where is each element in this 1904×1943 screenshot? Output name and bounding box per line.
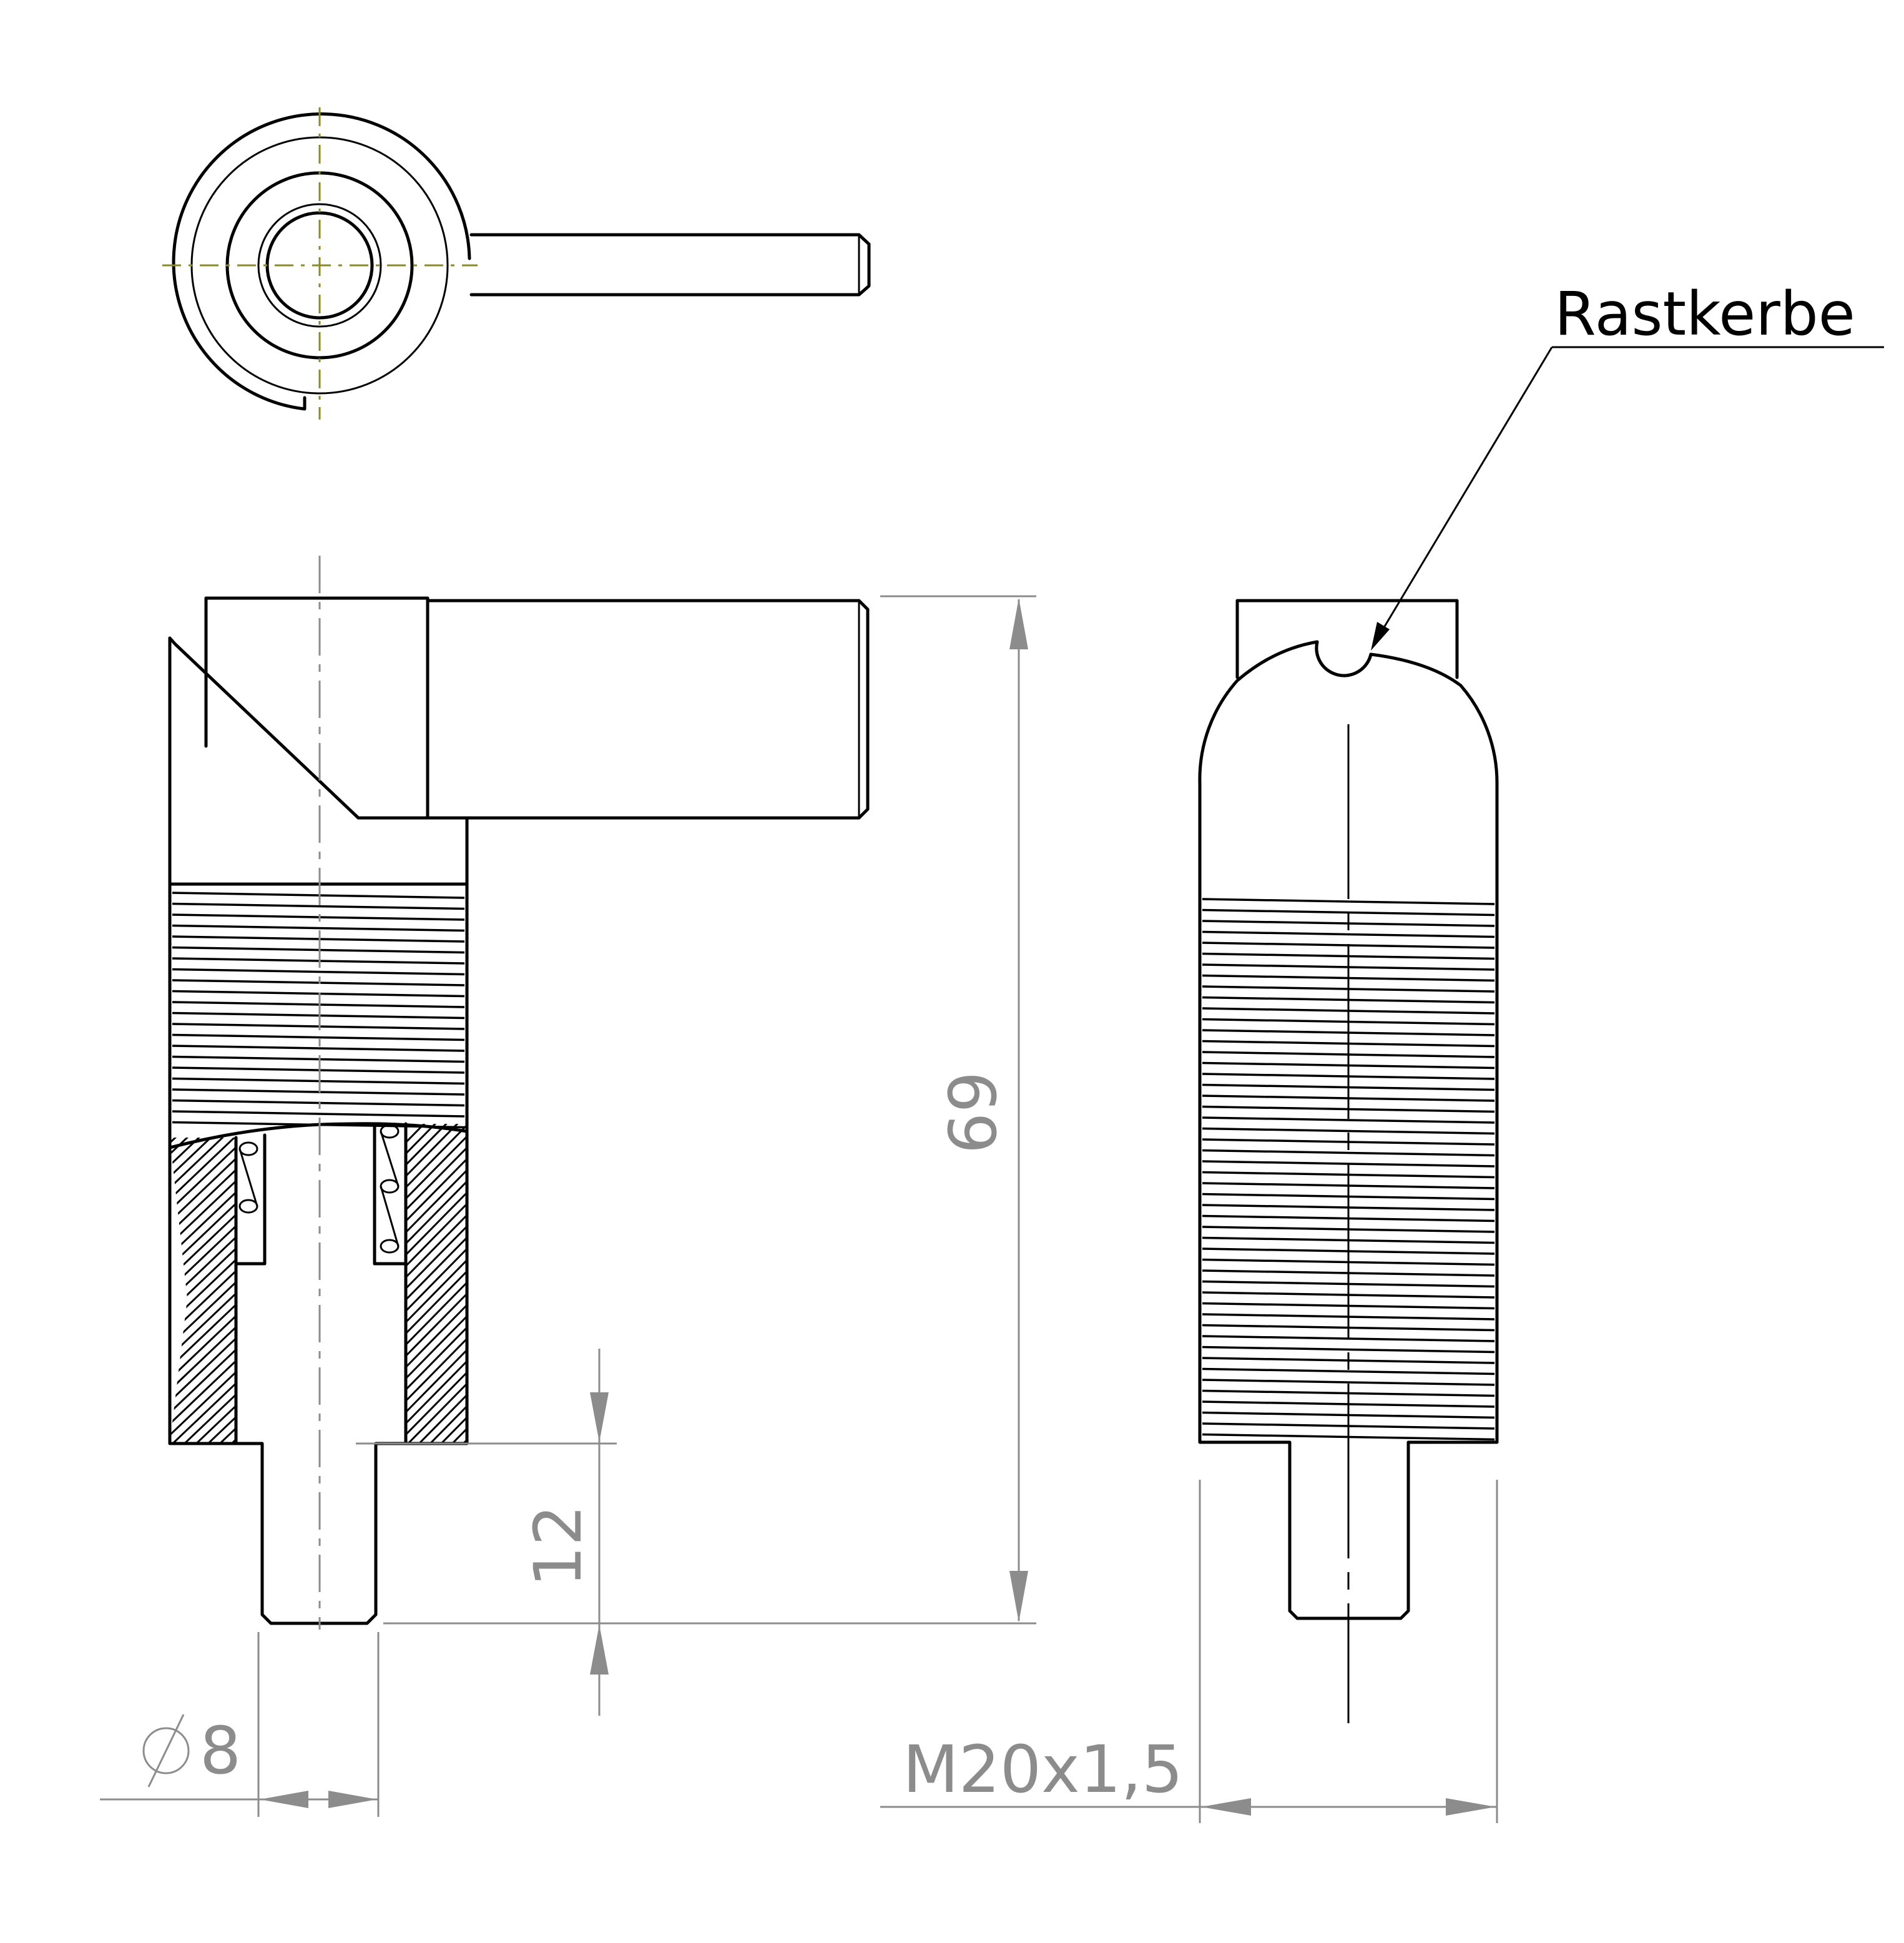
dimension-pin-diameter: 8 <box>100 1632 380 1817</box>
front-view-cam-face <box>168 636 429 820</box>
front-view <box>168 556 870 1630</box>
rastkerbe-notch <box>1315 640 1373 677</box>
rastkerbe-label: Rastkerbe <box>1554 279 1855 349</box>
top-view <box>162 107 871 420</box>
top-view-bore-outer <box>257 203 382 328</box>
dim-thread-text: M20x1,5 <box>903 1731 1183 1808</box>
dim-overall-length-text: 69 <box>935 1071 1011 1154</box>
front-view-thread-lines <box>172 892 465 1129</box>
top-view-outer-circle <box>172 112 471 411</box>
rastkerbe-callout: Rastkerbe <box>1371 279 1884 651</box>
dimension-thread: M20x1,5 <box>880 1480 1498 1823</box>
dimension-pin-length: 12 <box>356 1349 617 1716</box>
spring-coils <box>238 1124 400 1254</box>
top-view-lever <box>469 233 871 297</box>
front-view-head <box>168 596 469 886</box>
front-view-hatch-left <box>170 1138 236 1444</box>
dimension-overall-length: 69 <box>383 595 1036 1625</box>
front-view-hatch-right <box>406 1124 467 1444</box>
dim-pin-diameter-text: 8 <box>200 1713 241 1789</box>
leader-arrow-icon <box>1371 622 1390 651</box>
diameter-symbol-icon <box>142 1714 190 1788</box>
dim-pin-length-text: 12 <box>520 1505 596 1587</box>
side-view <box>1198 599 1499 1723</box>
front-view-lever <box>426 599 870 820</box>
front-view-section-break <box>168 1122 469 1149</box>
side-view-head-block <box>1235 599 1459 679</box>
